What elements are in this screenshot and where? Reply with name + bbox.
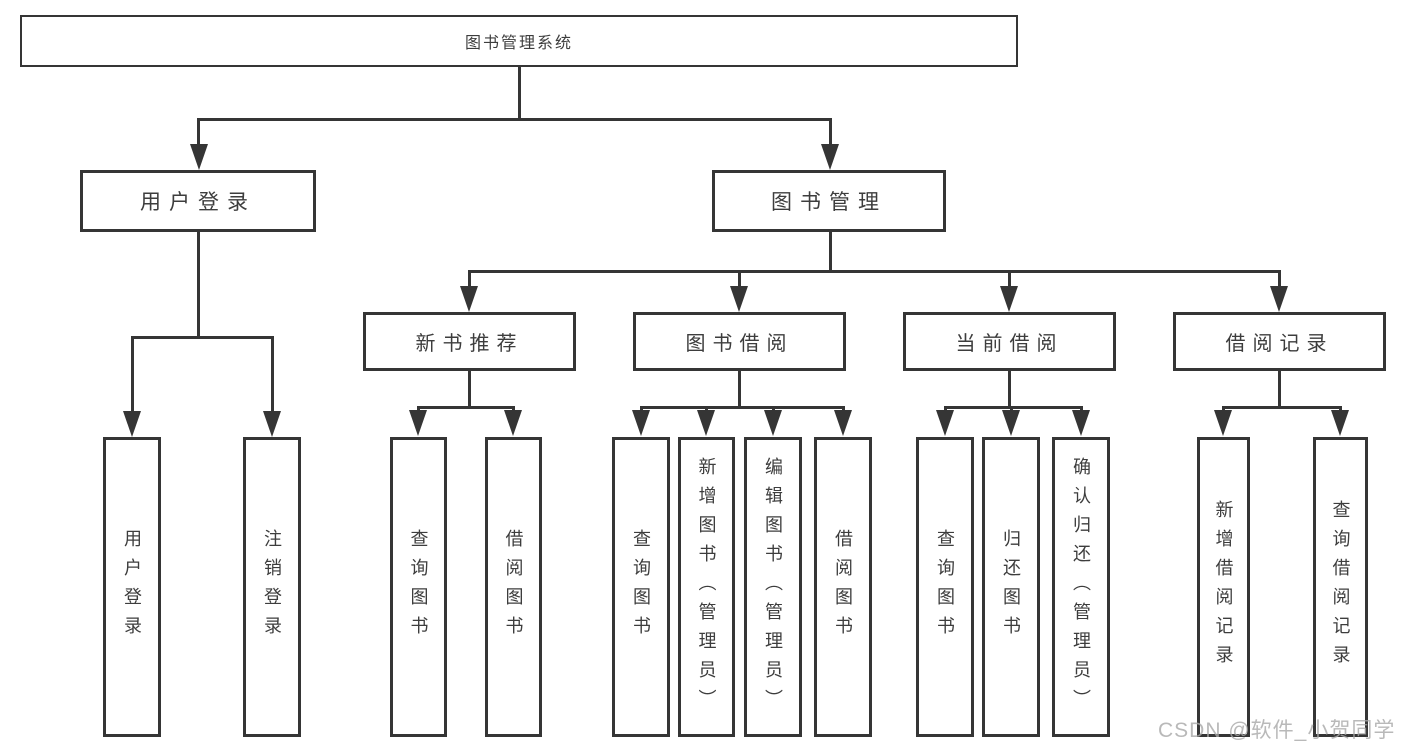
node-leaf-search-books-1: 查询图书 [390, 437, 447, 737]
connector-vline [1008, 270, 1011, 288]
connector-vline [1278, 371, 1281, 409]
connector-vline [738, 270, 741, 288]
connector-hline [640, 406, 845, 409]
connector-hline [944, 406, 1083, 409]
node-label: 注销登录 [262, 529, 282, 645]
arrow-down-icon [504, 410, 522, 436]
connector-vline [829, 232, 832, 273]
connector-vline [131, 336, 134, 413]
connector-vline [1278, 270, 1281, 288]
connector-hline [417, 406, 515, 409]
node-leaf-search-books-2: 查询图书 [612, 437, 670, 737]
node-label: 查询图书 [935, 529, 955, 645]
connector-hline [1222, 406, 1342, 409]
node-label: 借阅图书 [833, 529, 853, 645]
node-book-management-branch: 图书管理 [712, 170, 946, 232]
arrow-down-icon [1331, 410, 1349, 436]
arrow-down-icon [1214, 410, 1232, 436]
node-leaf-edit-book-admin: 编辑图书（管理员） [744, 437, 802, 737]
csdn-watermark: CSDN @软件_小贺同学 [1158, 719, 1396, 742]
node-leaf-logout: 注销登录 [243, 437, 301, 737]
connector-vline [738, 371, 741, 409]
arrow-down-icon [1002, 410, 1020, 436]
connector-vline [1008, 371, 1011, 409]
arrow-down-icon [1072, 410, 1090, 436]
node-label: 借阅图书 [503, 529, 524, 645]
arrow-down-icon [460, 286, 478, 312]
node-leaf-search-books-3: 查询图书 [916, 437, 974, 737]
node-book-borrowing: 图书借阅 [633, 312, 846, 371]
node-borrowing-records: 借阅记录 [1173, 312, 1386, 371]
arrow-down-icon [1270, 286, 1288, 312]
node-leaf-add-borrow-record: 新增借阅记录 [1197, 437, 1250, 737]
node-leaf-user-login: 用户登录 [103, 437, 161, 737]
node-library-system: 图书管理系统 [20, 15, 1018, 67]
connector-hline [197, 118, 832, 121]
arrow-down-icon [409, 410, 427, 436]
node-label: 确认归还（管理员） [1071, 456, 1091, 718]
node-leaf-return-books: 归还图书 [982, 437, 1040, 737]
arrow-down-icon [632, 410, 650, 436]
connector-vline [468, 270, 471, 288]
connector-vline [271, 336, 274, 413]
arrow-down-icon [730, 286, 748, 312]
arrow-down-icon [697, 410, 715, 436]
arrow-down-icon [190, 144, 208, 170]
node-label: 查询图书 [631, 529, 651, 645]
node-current-borrowing: 当前借阅 [903, 312, 1116, 371]
connector-vline [197, 118, 200, 146]
node-label: 用户登录 [122, 529, 142, 645]
node-leaf-borrow-books-1: 借阅图书 [485, 437, 542, 737]
connector-vline [468, 371, 471, 409]
connector-vline [197, 232, 200, 339]
node-leaf-confirm-return-admin: 确认归还（管理员） [1052, 437, 1110, 737]
arrow-down-icon [123, 411, 141, 437]
arrow-down-icon [936, 410, 954, 436]
node-user-login-branch: 用户登录 [80, 170, 316, 232]
node-label: 新增图书（管理员） [696, 456, 717, 718]
arrow-down-icon [1000, 286, 1018, 312]
arrow-down-icon [263, 411, 281, 437]
node-leaf-search-borrow-record: 查询借阅记录 [1313, 437, 1368, 737]
node-label: 查询借阅记录 [1330, 500, 1351, 674]
arrow-down-icon [821, 144, 839, 170]
node-leaf-add-book-admin: 新增图书（管理员） [678, 437, 735, 737]
arrow-down-icon [764, 410, 782, 436]
arrow-down-icon [834, 410, 852, 436]
node-label: 编辑图书（管理员） [763, 456, 783, 718]
node-new-book-recommend: 新书推荐 [363, 312, 576, 371]
node-leaf-borrow-books-2: 借阅图书 [814, 437, 872, 737]
node-label: 归还图书 [1001, 529, 1021, 645]
node-label: 查询图书 [408, 529, 429, 645]
connector-hline [468, 270, 1281, 273]
connector-vline [829, 118, 832, 146]
connector-vline [518, 67, 521, 120]
node-label: 新增借阅记录 [1213, 500, 1234, 674]
connector-hline [131, 336, 274, 339]
